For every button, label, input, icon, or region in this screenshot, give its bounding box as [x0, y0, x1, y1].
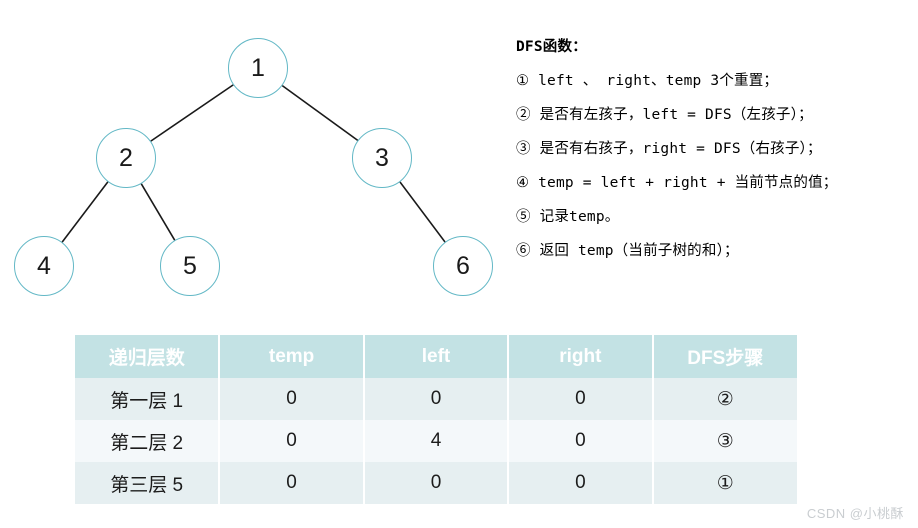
cell-temp: 0 [219, 462, 365, 504]
table-header: 递归层数 temp left right DFS步骤 [75, 335, 797, 378]
column-header-temp: temp [219, 335, 365, 378]
cell-left: 0 [363, 462, 510, 504]
cell-left: 0 [363, 378, 510, 420]
tree-edge-n1-n2 [150, 84, 234, 142]
tree-node-5[interactable]: 5 [160, 236, 220, 296]
tree-edge-group [61, 84, 446, 243]
watermark-text: CSDN @小桃酥 [806, 506, 904, 521]
cell-dfs-step: ② [652, 378, 797, 420]
column-header-left: left [363, 335, 510, 378]
tree-node-label: 4 [37, 251, 51, 280]
cell-left: 4 [363, 420, 510, 462]
tree-node-6[interactable]: 6 [433, 236, 493, 296]
dfs-step-4: ④ temp = left + right + 当前节点的值； [516, 174, 838, 191]
tree-edges-layer [61, 84, 446, 243]
cell-temp: 0 [219, 420, 365, 462]
tree-node-label: 1 [251, 53, 265, 82]
dfs-description-block: DFS函数： ① left 、 right、temp 3个重置； ② 是否有左孩… [516, 30, 916, 268]
tree-node-label: 5 [183, 251, 197, 280]
dfs-step-2: ② 是否有左孩子，left = DFS（左孩子）； [516, 106, 813, 123]
cell-recursion-level: 第二层 2 [75, 420, 221, 462]
column-header-right: right [508, 335, 654, 378]
tree-node-label: 3 [375, 143, 389, 172]
tree-edge-n2-n5 [140, 183, 176, 241]
tree-node-label: 6 [456, 251, 470, 280]
cell-dfs-step: ① [652, 462, 797, 504]
cell-right: 0 [508, 378, 654, 420]
dfs-description-title: DFS函数： [516, 38, 587, 55]
tree-edge-n3-n6 [399, 181, 446, 243]
tree-node-2[interactable]: 2 [96, 128, 156, 188]
cell-right: 0 [508, 420, 654, 462]
dfs-step-3: ③ 是否有右孩子，right = DFS（右孩子）； [516, 140, 822, 157]
cell-recursion-level: 第一层 1 [75, 378, 221, 420]
cell-temp: 0 [219, 378, 365, 420]
cell-recursion-level: 第三层 5 [75, 462, 221, 504]
tree-node-label: 2 [119, 143, 133, 172]
tree-edge-n1-n3 [281, 84, 359, 142]
dfs-step-5: ⑤ 记录temp。 [516, 208, 620, 225]
cell-dfs-step: ③ [652, 420, 797, 462]
dfs-step-1: ① left 、 right、temp 3个重置； [516, 72, 779, 89]
cell-right: 0 [508, 462, 654, 504]
dfs-step-6: ⑥ 返回 temp（当前子树的和）； [516, 242, 739, 259]
tree-node-3[interactable]: 3 [352, 128, 412, 188]
binary-tree-diagram: 1 2 3 4 5 6 [0, 0, 500, 320]
tree-edge-n2-n4 [61, 181, 109, 243]
tree-node-1[interactable]: 1 [228, 38, 288, 98]
column-header-dfs-step: DFS步骤 [652, 335, 797, 378]
column-header-recursion-level: 递归层数 [75, 335, 221, 378]
tree-node-4[interactable]: 4 [14, 236, 74, 296]
table-header-row: 递归层数 temp left right DFS步骤 [75, 335, 797, 378]
